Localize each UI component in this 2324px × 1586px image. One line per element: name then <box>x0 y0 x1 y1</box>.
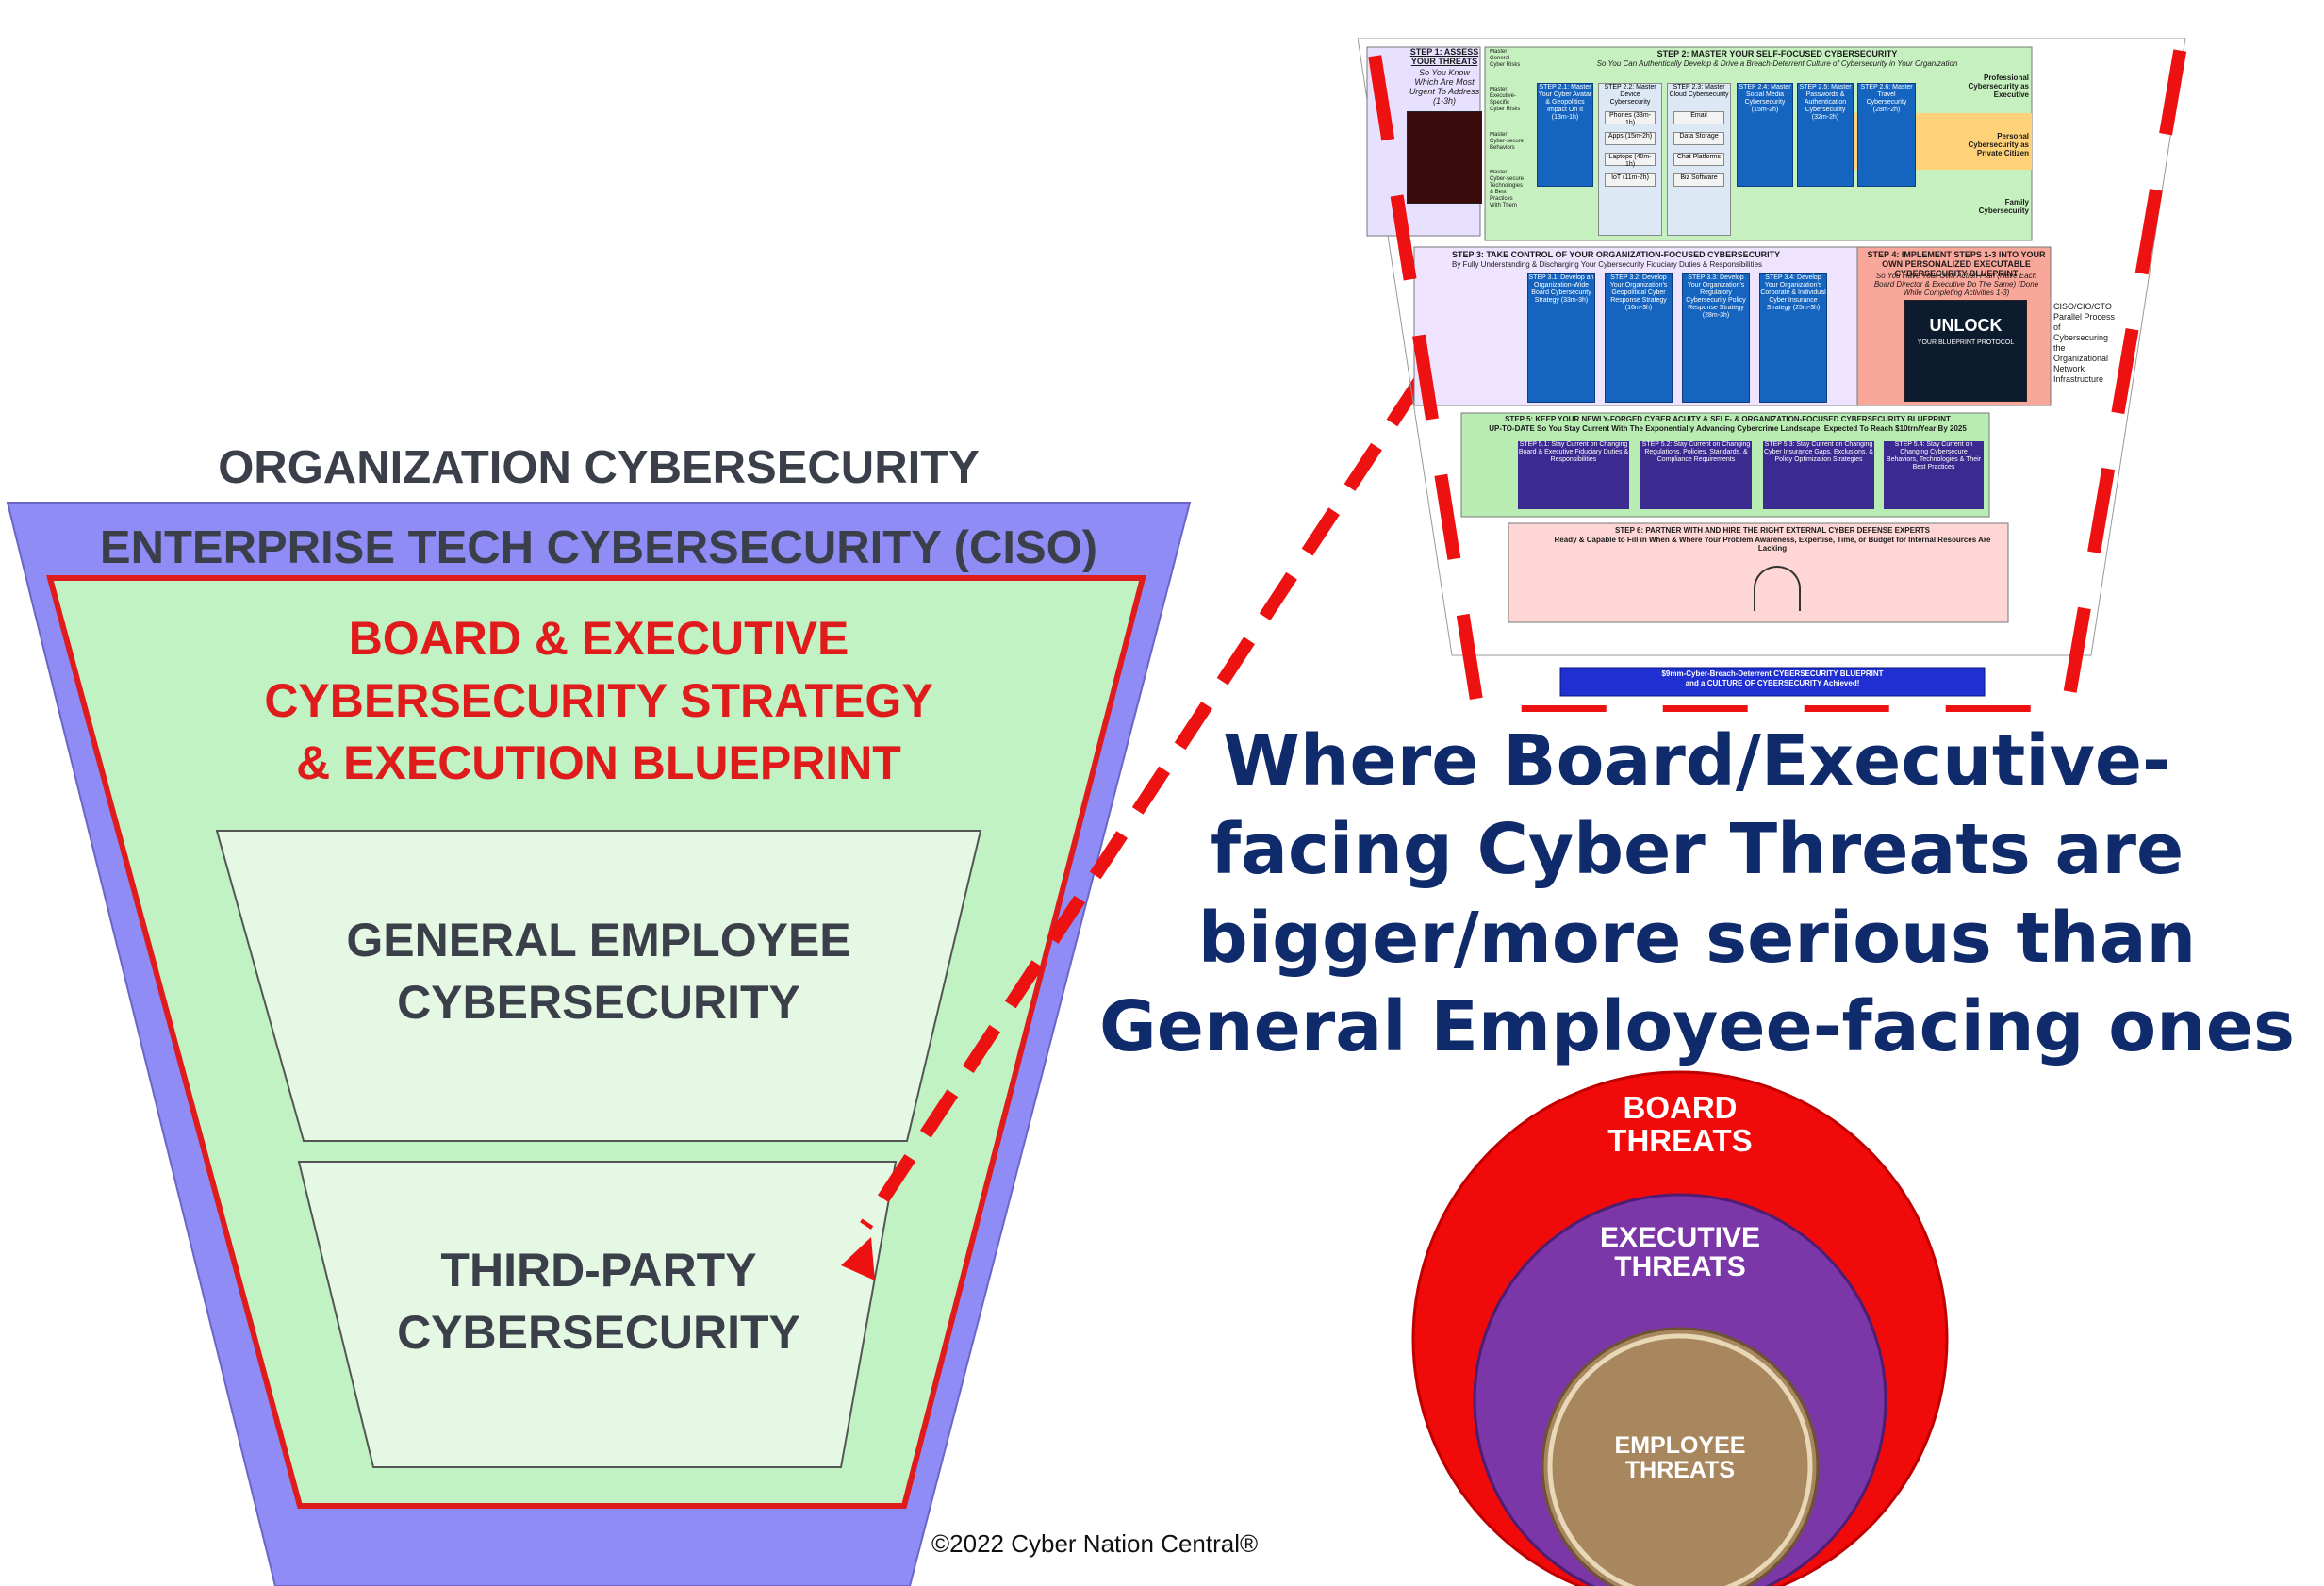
assessment-cover-image <box>1407 111 1482 204</box>
cloud-chat: Chat Platforms <box>1673 153 1724 166</box>
executive-threats-label-1: EXECUTIVE <box>1599 1222 1761 1253</box>
step3-item-2: STEP 3.2: Develop Your Organization's Ge… <box>1605 273 1673 403</box>
highlight-dashed-frame <box>1365 38 2187 712</box>
board-strategy-label-line1: BOARD & EXECUTIVE <box>348 612 849 665</box>
unlock-cover-image: UNLOCK YOUR BLUEPRINT PROTOCOL <box>1904 300 2027 402</box>
step2-item-5: STEP 2.5: Master Passwords & Authenticat… <box>1797 83 1854 187</box>
threat-circles <box>1411 1070 1949 1586</box>
step2-title: STEP 2: MASTER YOUR SELF-FOCUSED CYBERSE… <box>1656 49 1898 58</box>
general-funnel-shape <box>215 830 982 1142</box>
handshake-icon <box>1754 566 1801 611</box>
blueprint-outer-outline <box>1358 38 2186 656</box>
ciso-parallel-note: CISO/CIO/CTO Parallel Process of Cyberse… <box>2053 302 2116 384</box>
general-employee-label-line2: CYBERSECURITY <box>397 976 800 1029</box>
copyright-notice: ©2022 Cyber Nation Central® <box>931 1529 1259 1558</box>
step2-item-4: STEP 2.4: Master Social Media Cybersecur… <box>1737 83 1793 187</box>
step2-subtitle: So You Can Authentically Develop & Drive… <box>1596 59 1958 68</box>
device-laptops: Laptops (40m-1h) <box>1605 153 1656 168</box>
callout-arrowhead <box>841 1237 875 1280</box>
side-personal: Personal Cybersecurity as Private Citize… <box>1968 132 2029 157</box>
board-threats-label-2: THREATS <box>1607 1123 1753 1158</box>
board-threats-label-1: BOARD <box>1623 1090 1738 1125</box>
step1-title: STEP 1: ASSESS YOUR THREATS <box>1409 47 1479 66</box>
headline-line4: General Employee-facing ones <box>1098 986 2296 1067</box>
step6-subtitle: Ready & Capable to Fill in When & Where … <box>1554 536 1991 553</box>
third-funnel-shape <box>297 1161 898 1468</box>
callout-dashed-line <box>860 378 1425 1230</box>
step4-subtitle: So You Have Your Own Action Plan (Have E… <box>1873 272 2039 297</box>
employee-circle-ring <box>1547 1333 1813 1586</box>
headline-line1: Where Board/Executive- <box>1223 720 2171 801</box>
step3-item-3: STEP 3.3: Develop Your Organization's Re… <box>1682 273 1750 403</box>
device-iot: IoT (11m-2h) <box>1605 173 1656 187</box>
master-executive-risks: Master Executive-Specific Cyber Risks <box>1490 87 1521 112</box>
master-technologies: Master Cyber-secure Technologies & Best … <box>1490 170 1524 208</box>
step5-item-3: STEP 5.3: Stay Current on Changing Cyber… <box>1763 441 1874 509</box>
employee-threats-circle <box>1541 1327 1820 1586</box>
step5-item-4: STEP 5.4: Stay Current on Changing Cyber… <box>1884 441 1984 509</box>
side-family: Family Cybersecurity <box>1978 198 2029 215</box>
headline-line2: facing Cyber Threats are <box>1210 809 2184 890</box>
employee-threats-label-2: THREATS <box>1624 1457 1736 1483</box>
step2-item-1: STEP 2.1: Master Your Cyber Avatar & Geo… <box>1537 83 1593 187</box>
step5-title: STEP 5: KEEP YOUR NEWLY-FORGED CYBER ACU… <box>1505 415 1951 423</box>
enterprise-ciso-label: ENTERPRISE TECH CYBERSECURITY (CISO) <box>99 522 1098 573</box>
result-line1: $9mm-Cyber-Breach-Deterrent CYBERSECURIT… <box>1661 669 1884 678</box>
cloud-email: Email <box>1673 111 1724 124</box>
step3-subtitle: By Fully Understanding & Discharging You… <box>1452 260 1763 269</box>
employee-threats-label-1: EMPLOYEE <box>1614 1432 1746 1459</box>
unlock-subtitle: YOUR BLUEPRINT PROTOCOL <box>1917 339 2015 346</box>
step5-item-2: STEP 5.2: Stay Current on Changing Regul… <box>1640 441 1752 509</box>
step5-item-1: STEP 5.1: Stay Current on Changing Board… <box>1518 441 1629 509</box>
general-employee-label-line1: GENERAL EMPLOYEE <box>346 914 851 966</box>
third-party-label-line1: THIRD-PARTY <box>440 1244 757 1297</box>
step6-title: STEP 6: PARTNER WITH AND HIRE THE RIGHT … <box>1615 526 1930 535</box>
third-party-label-line2: CYBERSECURITY <box>397 1306 800 1359</box>
headline-line3: bigger/more serious than <box>1197 898 2197 979</box>
organization-cybersecurity-label: ORGANIZATION CYBERSECURITY <box>218 442 980 493</box>
cloud-storage: Data Storage <box>1673 132 1724 145</box>
board-strategy-label-line2: CYBERSECURITY STRATEGY <box>264 674 933 727</box>
device-phones: Phones (33m-1h) <box>1605 111 1656 126</box>
step3-item-1: STEP 3.1: Develop an Organization-Wide B… <box>1527 273 1595 403</box>
board-strategy-label-line3: & EXECUTION BLUEPRINT <box>296 736 901 789</box>
result-line2: and a CULTURE OF CYBERSECURITY Achieved! <box>1685 679 1860 687</box>
device-apps: Apps (15m-2h) <box>1605 132 1656 145</box>
step3-item-4: STEP 3.4: Develop Your Organization's Co… <box>1759 273 1827 403</box>
step1-subtitle: So You Know Which Are Most Urgent To Add… <box>1409 68 1480 106</box>
step5-subtitle: UP-TO-DATE So You Stay Current With The … <box>1489 424 1967 433</box>
result-bar <box>1559 667 1986 697</box>
master-behaviors: Master Cyber-secure Behaviors <box>1490 132 1524 151</box>
step2-item-6: STEP 2.6: Master Travel Cybersecurity (2… <box>1857 83 1916 187</box>
step3-title: STEP 3: TAKE CONTROL OF YOUR ORGANIZATIO… <box>1452 250 1781 259</box>
executive-threats-label-2: THREATS <box>1614 1251 1746 1282</box>
step4-title: STEP 4: IMPLEMENT STEPS 1-3 INTO YOUR OW… <box>1867 250 2046 278</box>
blueprint-thumbnail: STEP 1: ASSESS YOUR THREATS So You Know … <box>1358 38 2187 712</box>
unlock-title: UNLOCK <box>1929 316 2003 335</box>
master-general-risks: Master General Cyber Risks <box>1490 49 1521 68</box>
cloud-software: Biz Software <box>1673 173 1724 187</box>
side-professional: Professional Cybersecurity as Executive <box>1968 74 2029 99</box>
